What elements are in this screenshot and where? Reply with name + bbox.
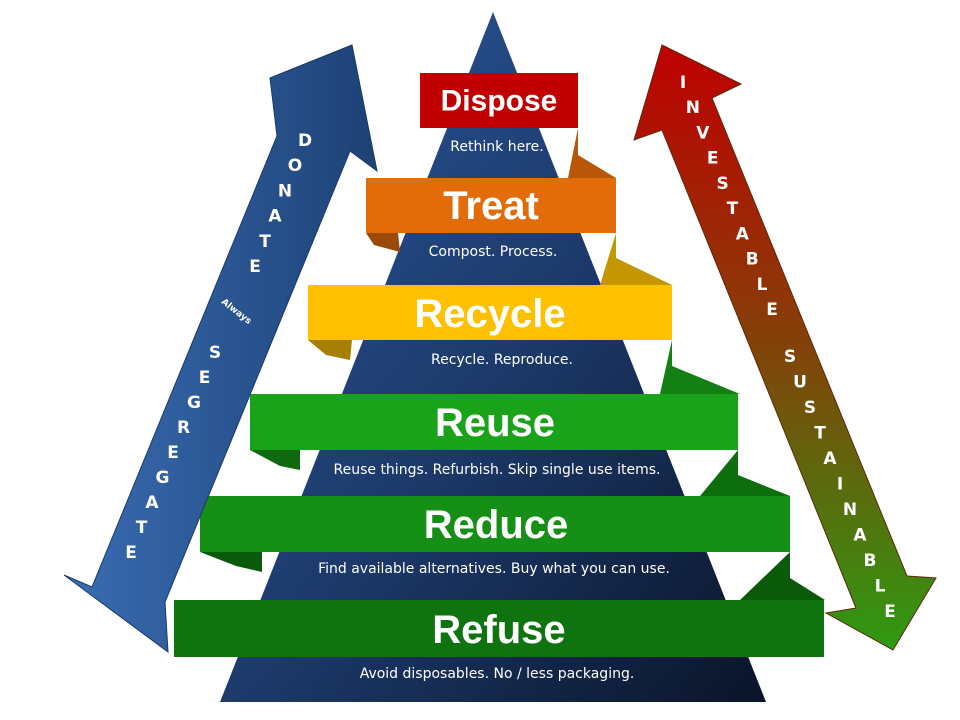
right-top-letter-10: E [766, 300, 778, 320]
level-reduce: Reduce Find available alternatives. Buy … [200, 496, 790, 577]
right-top-letter-1: I [680, 73, 686, 93]
fold-recycle-reuse [660, 340, 740, 394]
ribbon-folds [200, 128, 825, 600]
left-bottom-letter-8: T [136, 518, 148, 538]
fold-left-reduce [200, 552, 262, 572]
fold-reuse-reduce [700, 450, 790, 496]
banner-label-reduce: Reduce [424, 503, 569, 547]
right-bottom-letter-7: N [843, 500, 857, 520]
left-top-letter-3: N [278, 181, 292, 201]
fold-treat-recycle [600, 233, 672, 285]
right-bottom-letter-6: I [837, 475, 843, 495]
left-bottom-letter-3: G [187, 393, 201, 413]
fold-left-treat [366, 233, 400, 252]
banner-recycle [308, 285, 672, 340]
right-top-letter-6: T [727, 199, 739, 219]
right-top-letter-4: E [707, 149, 719, 169]
left-bottom-letter-7: A [145, 493, 159, 513]
right-bottom-letter-8: A [853, 526, 867, 546]
right-bottom-letter-5: A [823, 449, 837, 469]
banner-refuse [174, 600, 824, 657]
level-dispose: Dispose Rethink here. [420, 73, 578, 155]
left-bottom-letter-2: E [199, 368, 211, 388]
level-reuse: Reuse Reuse things. Refurbish. Skip sing… [250, 394, 738, 478]
banner-label-refuse: Refuse [432, 608, 565, 652]
banner-reduce [200, 496, 790, 552]
level-treat: Treat Compost. Process. [366, 178, 616, 260]
left-bottom-letter-9: E [125, 543, 137, 563]
caption-reuse: Reuse things. Refurbish. Skip single use… [334, 462, 661, 478]
right-top-letter-9: L [757, 275, 768, 295]
left-top-letter-6: E [249, 257, 261, 277]
fold-dispose-treat [568, 128, 616, 178]
right-bottom-letter-2: U [793, 373, 807, 393]
fold-left-reuse [250, 450, 300, 470]
left-bottom-letter-6: G [156, 468, 170, 488]
banner-treat [366, 178, 616, 233]
right-bottom-letter-4: T [814, 424, 826, 444]
right-arrow-shape [633, 44, 937, 651]
banner-dispose [420, 73, 578, 128]
caption-recycle: Recycle. Reproduce. [431, 352, 573, 368]
banner-label-reuse: Reuse [435, 401, 555, 445]
right-top-letter-8: B [746, 250, 759, 270]
banner-label-dispose: Dispose [441, 85, 558, 118]
left-bottom-letter-5: E [167, 443, 179, 463]
fold-reduce-refuse [740, 552, 825, 600]
left-arrow-shape [63, 44, 378, 654]
banner-reuse [250, 394, 738, 450]
caption-dispose: Rethink here. [450, 139, 543, 155]
right-bottom-letter-11: E [884, 602, 896, 622]
caption-treat: Compost. Process. [429, 244, 558, 260]
left-top-letter-4: A [268, 207, 282, 227]
caption-refuse: Avoid disposables. No / less packaging. [360, 666, 635, 682]
left-top-letter-1: D [298, 131, 312, 151]
right-top-letter-3: V [696, 123, 710, 143]
left-bottom-letter-1: S [209, 343, 221, 363]
left-top-letter-2: O [288, 156, 302, 176]
left-bottom-letter-4: R [177, 418, 190, 438]
level-refuse: Refuse Avoid disposables. No / less pack… [174, 600, 824, 682]
right-top-letter-2: N [686, 98, 700, 118]
fold-left-recycle [308, 340, 352, 360]
right-top-letter-5: S [716, 174, 728, 194]
left-top-letter-5: T [259, 232, 271, 252]
caption-reduce: Find available alternatives. Buy what yo… [318, 561, 670, 577]
right-top-letter-7: A [736, 224, 750, 244]
banner-label-recycle: Recycle [414, 292, 565, 336]
banner-label-treat: Treat [443, 184, 539, 228]
level-recycle: Recycle Recycle. Reproduce. [308, 285, 672, 368]
right-bottom-letter-9: B [864, 551, 877, 571]
right-bottom-letter-1: S [784, 347, 796, 367]
right-bottom-letter-3: S [804, 398, 816, 418]
right-bottom-letter-10: L [875, 577, 886, 597]
